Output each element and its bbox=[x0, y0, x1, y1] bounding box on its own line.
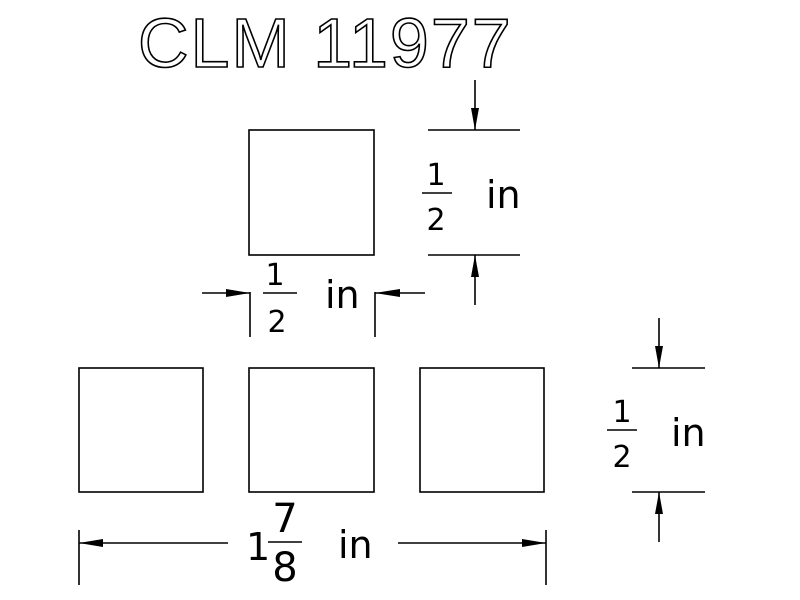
arrow-down-icon bbox=[655, 346, 663, 368]
denominator: 2 bbox=[267, 305, 286, 340]
arrow-up-icon bbox=[471, 255, 479, 277]
drawing-title: CLM 11977 bbox=[138, 4, 513, 82]
arrow-left-icon bbox=[79, 539, 103, 547]
bottom-square-middle bbox=[248, 367, 375, 493]
arrow-down-icon bbox=[471, 108, 479, 130]
square-height-dimension: 1 2 in bbox=[422, 80, 521, 305]
gap-width-dimension: 1 2 in bbox=[202, 258, 425, 340]
unit-label: in bbox=[325, 273, 360, 317]
arrow-up-icon bbox=[655, 492, 663, 514]
unit-label: in bbox=[671, 411, 706, 455]
denominator: 2 bbox=[612, 440, 631, 475]
unit-label: in bbox=[338, 523, 373, 567]
numerator: 7 bbox=[272, 496, 297, 542]
whole-number: 1 bbox=[246, 525, 270, 569]
unit-label: in bbox=[486, 173, 521, 217]
numerator: 1 bbox=[612, 395, 631, 430]
total-width-dimension: 1 7 8 in bbox=[78, 496, 547, 591]
arrow-left-icon bbox=[375, 289, 400, 297]
denominator: 8 bbox=[272, 545, 297, 591]
arrow-right-icon bbox=[226, 289, 250, 297]
bottom-square-right bbox=[419, 367, 545, 493]
arrow-right-icon bbox=[522, 539, 546, 547]
bottom-square-left bbox=[78, 367, 204, 493]
denominator: 2 bbox=[426, 203, 445, 238]
row-height-dimension: 1 2 in bbox=[607, 318, 706, 542]
numerator: 1 bbox=[426, 158, 445, 193]
top-square bbox=[248, 129, 375, 256]
numerator: 1 bbox=[265, 258, 284, 293]
